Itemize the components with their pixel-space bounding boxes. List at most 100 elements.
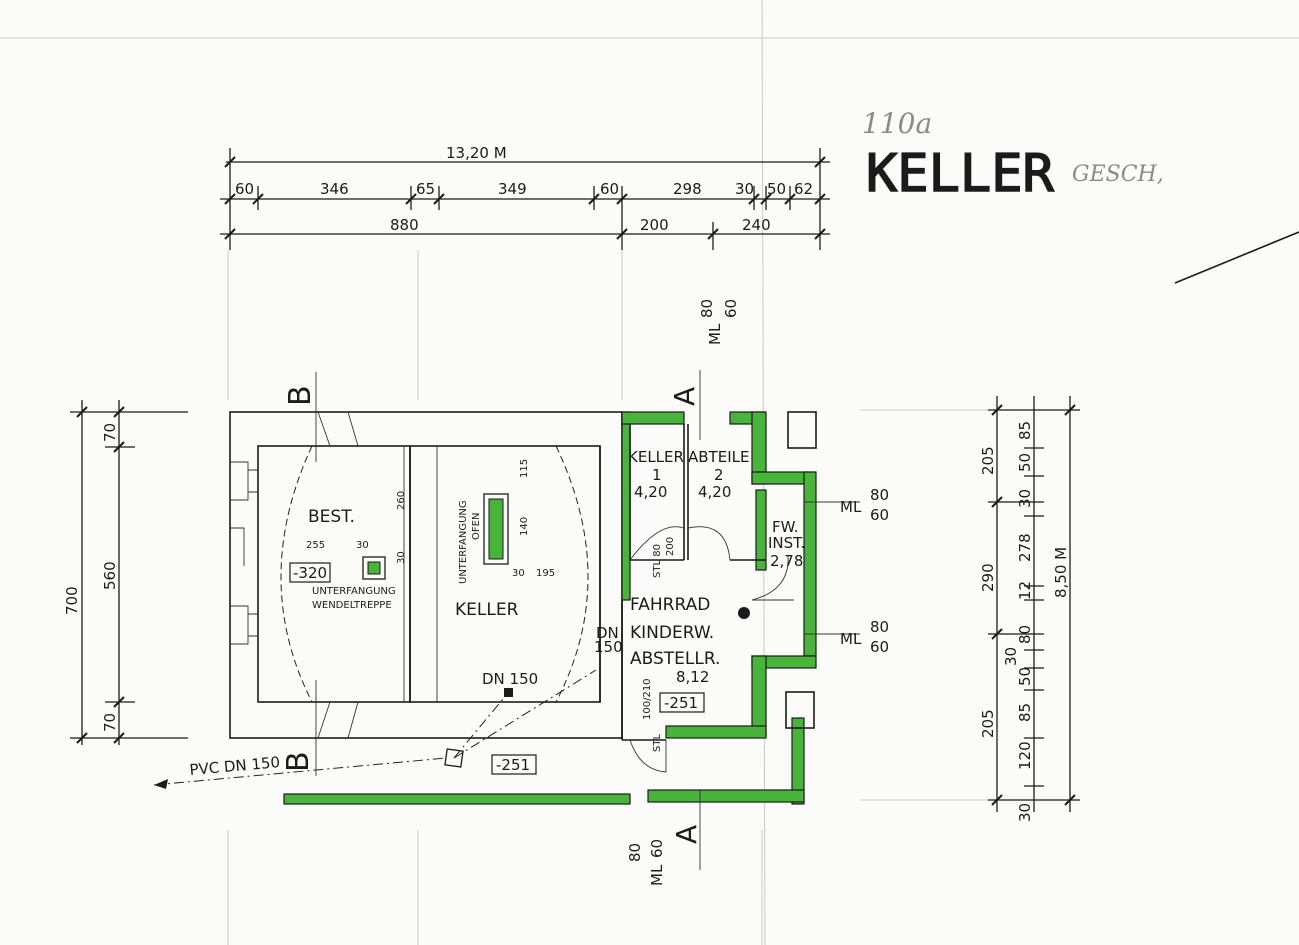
room-fahrrad-area: 8,12: [676, 668, 709, 686]
dim-left-total: 700: [63, 586, 81, 615]
ml-top-80: 80: [698, 299, 716, 318]
dim-right-1: 85: [1016, 421, 1034, 440]
dim-right-8: 50: [1016, 667, 1034, 686]
stair-foundation: [362, 556, 386, 580]
note-stl-80: STL 80: [652, 544, 663, 578]
note-dn150-pipe: DN 150: [482, 670, 538, 688]
ml-top-60: 60: [722, 299, 740, 318]
section-a-top: A: [668, 387, 701, 406]
room-fahrrad-3: ABSTELLR.: [630, 649, 720, 669]
dim-top-2: 346: [320, 180, 349, 198]
level-251b: -251: [664, 694, 698, 712]
level-box-320: [289, 562, 331, 583]
ml-top-label: ML: [706, 323, 724, 345]
note-stl-bottom: STL: [652, 734, 663, 752]
ml-bottom-label: ML: [648, 864, 666, 886]
level-320: -320: [293, 564, 327, 582]
ml-right1-60: 60: [870, 506, 889, 524]
section-b-bottom: B: [281, 751, 316, 772]
door-swings: [280, 445, 794, 773]
dim-30b: 30: [396, 551, 407, 564]
room-fw: FW.: [772, 518, 799, 536]
section-a-bottom: A: [670, 825, 703, 844]
room-abteile-left: KELLER: [628, 448, 684, 466]
page-title: KELLER: [866, 144, 1055, 204]
building-walls: [229, 411, 623, 739]
abteil-2-number: 2: [714, 466, 724, 484]
ml-right1-80: 80: [870, 486, 889, 504]
ml-bottom-80: 80: [626, 843, 644, 862]
dim-right-9: 85: [1016, 703, 1034, 722]
note-wendeltreppe: WENDELTREPPE: [312, 600, 392, 611]
dim-top-7: 30: [735, 180, 754, 198]
north-arrow-stroke: [1174, 231, 1299, 284]
stair-foundation-core: [367, 561, 381, 575]
dim-left-bottom: 70: [101, 713, 119, 732]
dim-right-mid-2: 290: [979, 563, 997, 592]
dim-right-7: 30: [1002, 647, 1020, 666]
ml-right2-80: 80: [870, 618, 889, 636]
section-b-top: B: [283, 385, 318, 406]
abteil-1-number: 1: [652, 466, 662, 484]
room-fahrrad-2: KINDERW.: [630, 623, 714, 643]
dim-top-9: 62: [794, 180, 813, 198]
level-box-251b: [659, 692, 705, 713]
drain-point: [504, 688, 513, 697]
right-dimension-lines: [988, 396, 1080, 812]
oven-foundation-core: [488, 498, 504, 560]
dim-right-11: 30: [1016, 803, 1034, 822]
abteil-1-area: 4,20: [634, 483, 667, 501]
top-dimension-lines: [220, 148, 830, 250]
room-inst-area: 2,78: [770, 552, 803, 570]
note-unterfangung-ofen-2: OFEN: [471, 513, 482, 540]
dim-right-mid-1: 205: [979, 446, 997, 475]
dim-row2-1: 880: [390, 216, 419, 234]
dim-right-4: 278: [1016, 533, 1034, 562]
handwritten-number: 110a: [862, 107, 932, 140]
dim-row2-2: 200: [640, 216, 669, 234]
dim-left-top: 70: [101, 423, 119, 442]
drain-inspection: [444, 748, 464, 768]
dim-right-total: 8,50 M: [1052, 547, 1070, 598]
dim-right-6: 80: [1016, 625, 1034, 644]
drain-pipes: [153, 669, 597, 786]
dim-right-mid-3: 205: [979, 709, 997, 738]
left-dimension-lines: [70, 400, 188, 745]
note-dn: DN: [596, 624, 619, 642]
interior-walls-right: [621, 411, 817, 741]
room-keller: KELLER: [455, 600, 519, 620]
dim-30a: 30: [356, 540, 369, 551]
room-inst: INST.: [768, 534, 805, 552]
note-stl-200: 200: [665, 537, 676, 556]
dim-140: 140: [519, 517, 530, 536]
note-pvc: PVC DN 150: [189, 753, 281, 779]
dim-195: 195: [536, 568, 555, 579]
pipe-arrow-icon: [154, 779, 168, 789]
ml-right1-label: ML: [840, 498, 862, 516]
note-unterfangung-ofen-1: UNTERFANGUNG: [458, 500, 469, 584]
dim-left-mid: 560: [101, 561, 119, 590]
dim-right-2: 50: [1016, 453, 1034, 472]
note-door-100: 100/210: [642, 678, 653, 720]
dim-row2-3: 240: [742, 216, 771, 234]
dim-115: 115: [519, 459, 530, 478]
level-box-251a: [491, 754, 537, 775]
handwritten-suffix: GESCH,: [1072, 162, 1164, 187]
room-best: BEST.: [308, 507, 355, 527]
note-dn-150: 150: [594, 638, 623, 656]
abteil-2-area: 4,20: [698, 483, 731, 501]
dim-right-10: 120: [1016, 741, 1034, 770]
dim-right-3: 30: [1016, 489, 1034, 508]
dim-top-6: 298: [673, 180, 702, 198]
dim-top-1: 60: [235, 180, 254, 198]
section-lines: [315, 370, 860, 870]
dim-total-width: 13,20 M: [446, 144, 507, 162]
ml-right2-60: 60: [870, 638, 889, 656]
new-walls: [283, 411, 817, 805]
oven-foundation: [483, 493, 509, 565]
dim-260: 260: [396, 491, 407, 510]
ml-bottom-60: 60: [648, 839, 666, 858]
note-unterfangung: UNTERFANGUNG: [312, 586, 396, 597]
